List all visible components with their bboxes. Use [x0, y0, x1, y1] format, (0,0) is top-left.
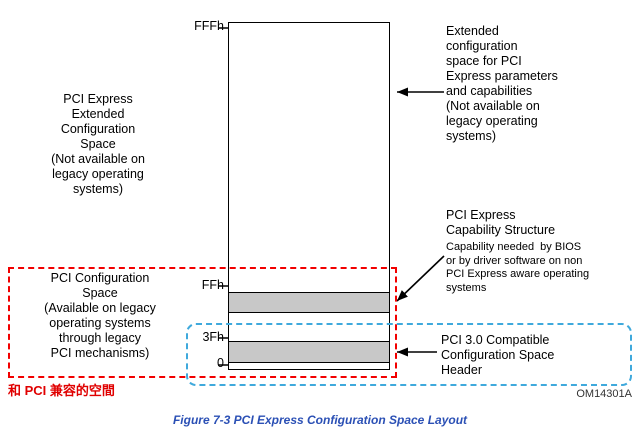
- address-label-3fh: 3Fh: [202, 330, 224, 344]
- address-label-ffh: FFh: [201, 278, 224, 292]
- arrow-capability-structure: [396, 255, 445, 302]
- label-extended-config-description: Extended configuration space for PCI Exp…: [446, 24, 558, 143]
- pci30-header-band: [229, 341, 389, 363]
- label-pcie-capability-structure-body: Capability needed by BIOS or by driver s…: [446, 241, 590, 294]
- label-pci-config-space: PCI Configuration Space (Available on le…: [44, 271, 156, 360]
- label-pcie-extended-config-space: PCI Express Extended Configuration Space…: [51, 92, 145, 196]
- address-label-fffh: FFFh: [194, 19, 224, 33]
- chinese-annotation: 和 PCI 兼容的空間: [8, 383, 115, 398]
- pcie-capability-band: [229, 292, 389, 313]
- figure-caption: Figure 7-3 PCI Express Configuration Spa…: [172, 413, 468, 427]
- red-dashed-highlight: [8, 267, 397, 378]
- part-number: OM14301A: [576, 388, 632, 400]
- label-pcie-capability-structure-title: PCI Express Capability Structure: [446, 208, 556, 237]
- label-pci30-compatible-header: PCI 3.0 Compatible Configuration Space H…: [441, 333, 555, 377]
- address-label-zero: 0: [217, 356, 224, 370]
- blue-dashed-highlight: [186, 323, 632, 386]
